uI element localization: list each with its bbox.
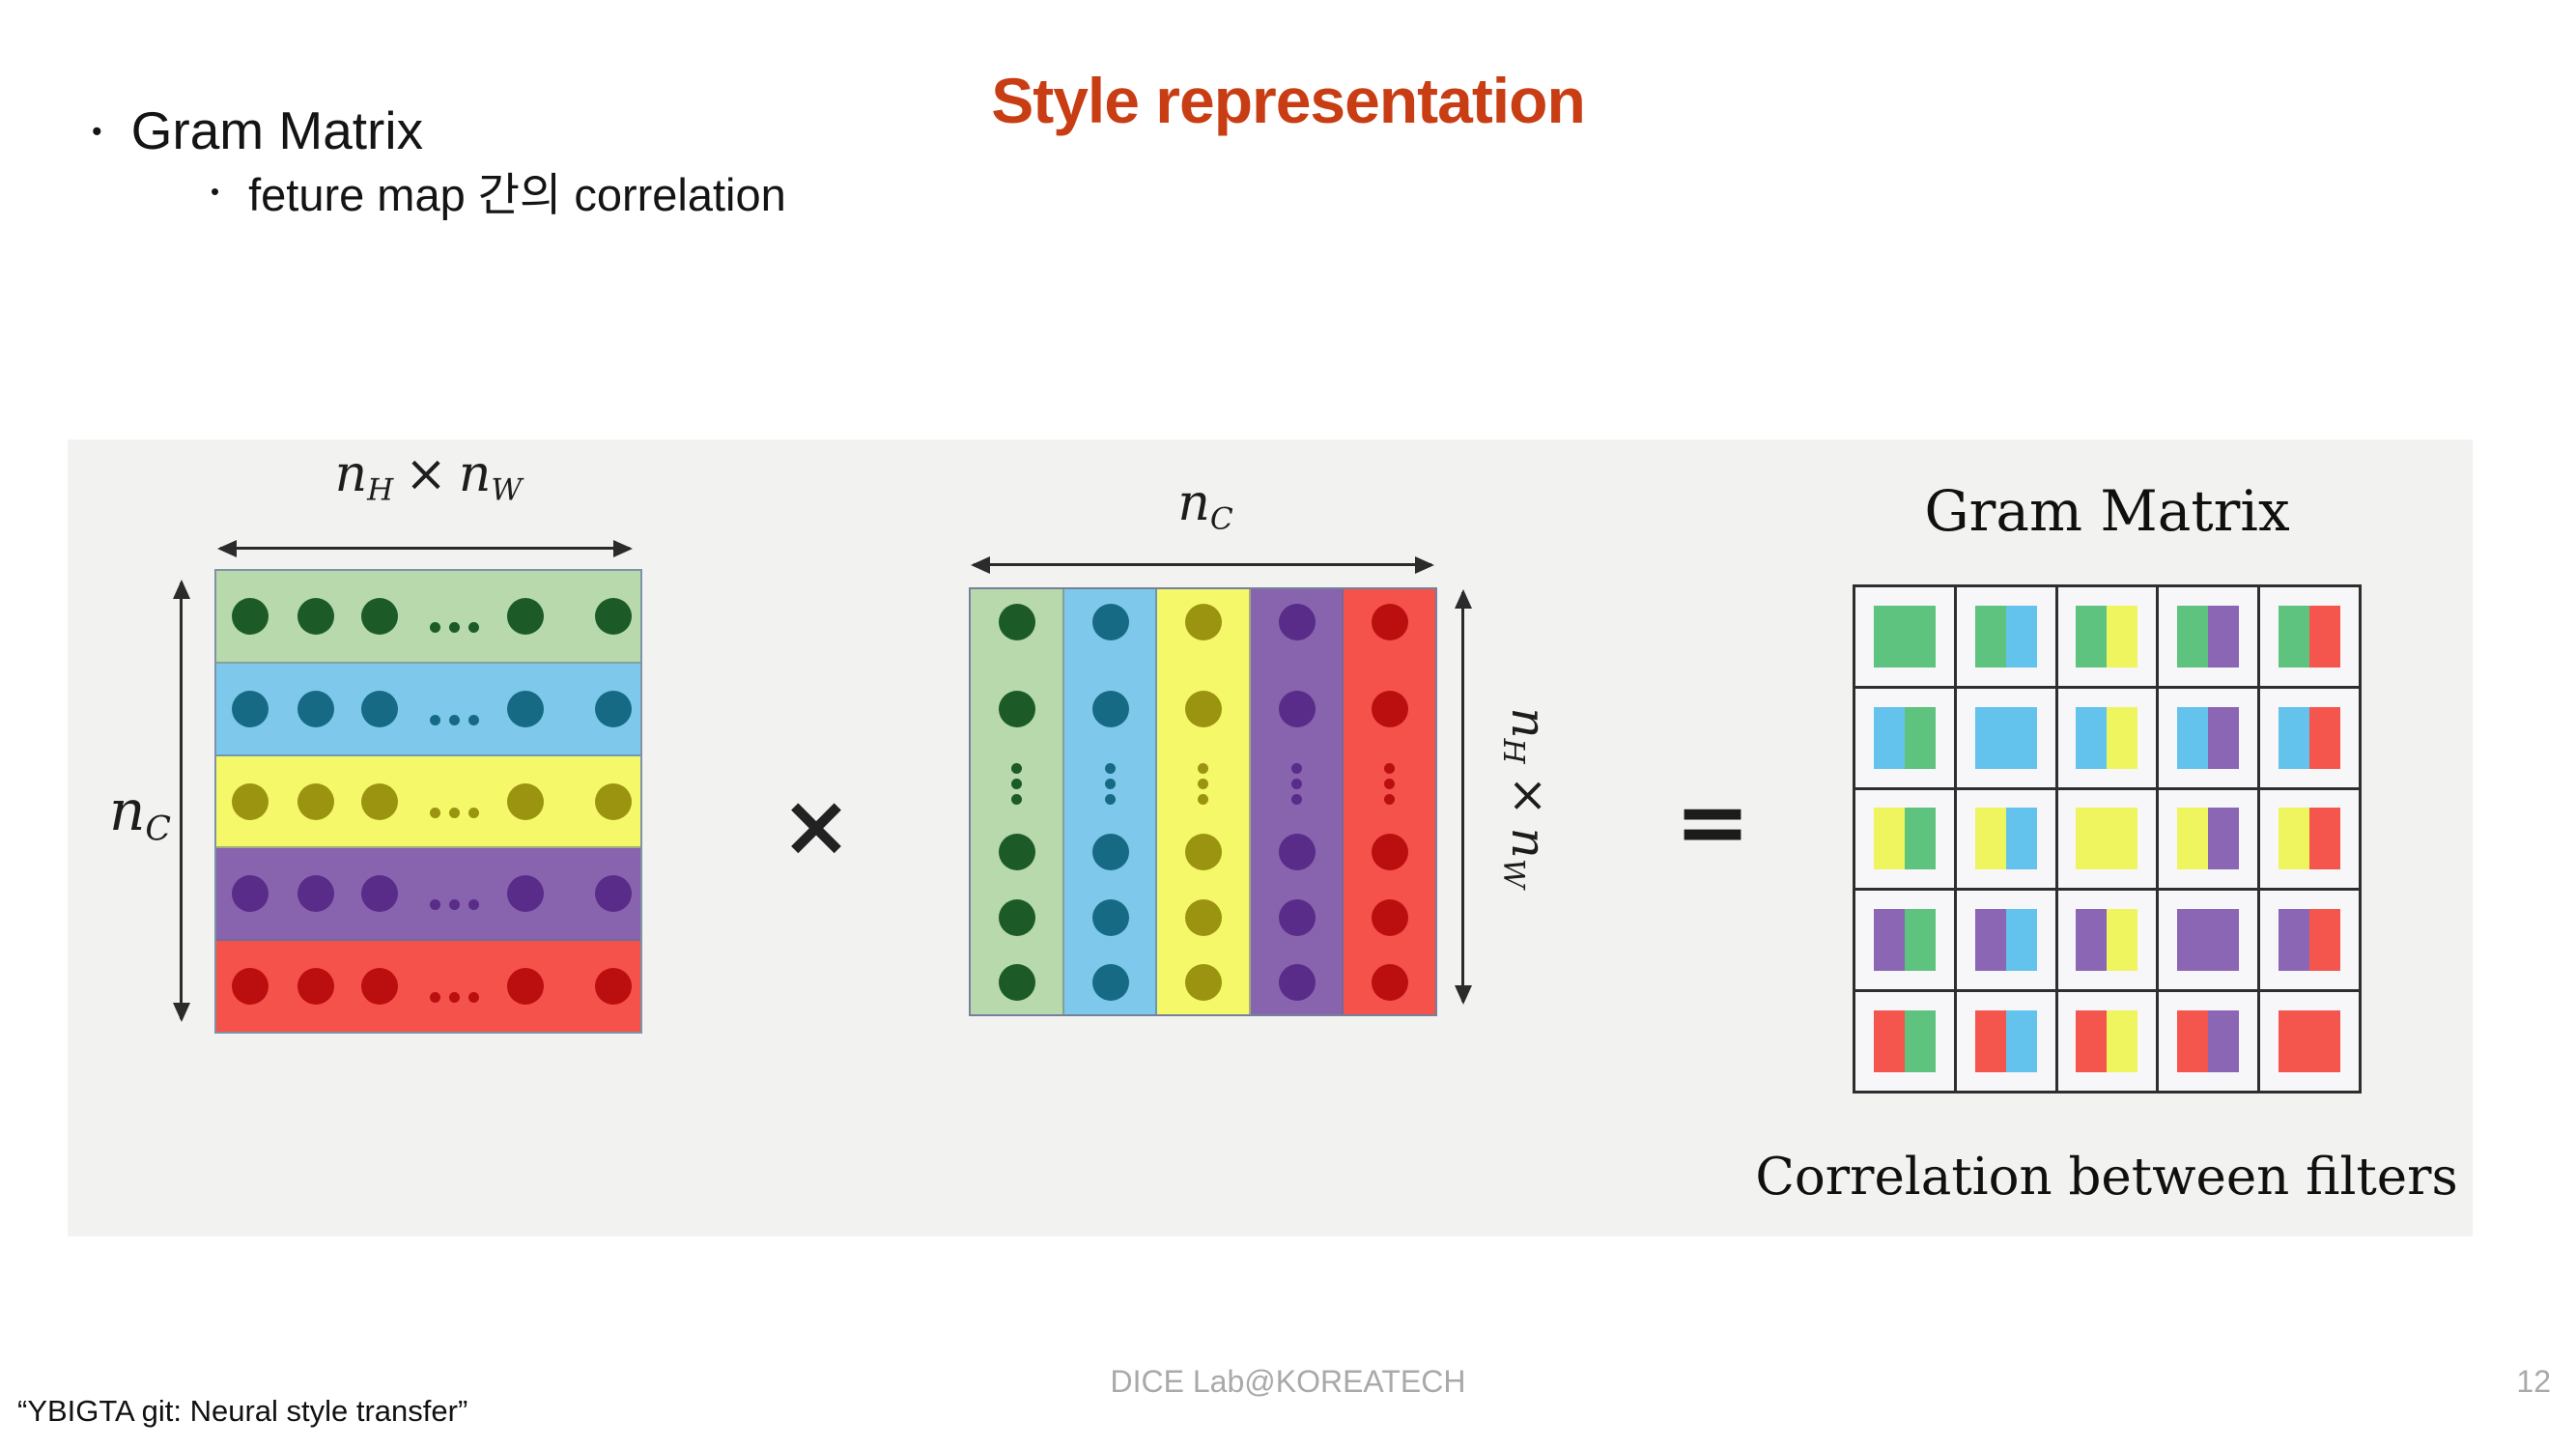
gram-cell-yellow-purple <box>2159 789 2258 889</box>
height-arrow-icon <box>1455 589 1472 1005</box>
correlation-chip <box>2076 1010 2138 1073</box>
bullet-glyph: • <box>92 116 102 148</box>
gram-cell-red-purple <box>2159 992 2258 1091</box>
feature-col-red <box>1344 589 1435 1014</box>
gram-cell-red-yellow <box>2057 992 2157 1091</box>
correlation-chip <box>2279 605 2341 668</box>
feature-row-green <box>216 571 640 664</box>
correlation-chip <box>2177 1010 2240 1073</box>
width-arrow-icon <box>971 556 1434 574</box>
feature-col-purple <box>1250 589 1345 1014</box>
gram-cell-green-green <box>1855 587 1954 686</box>
feature-col-green <box>971 589 1064 1014</box>
gram-cell-purple-green <box>1855 891 1954 990</box>
correlation-chip <box>2076 605 2138 668</box>
middle-matrix <box>969 587 1437 1016</box>
width-arrow-icon <box>217 540 633 557</box>
gram-cell-blue-red <box>2260 688 2359 787</box>
gram-cell-green-purple <box>2159 587 2258 686</box>
gram-cell-red-blue <box>1956 992 2055 1091</box>
feature-col-blue <box>1063 589 1158 1014</box>
page-title: Style representation <box>991 65 1586 137</box>
gram-cell-yellow-blue <box>1956 789 2055 889</box>
gram-cell-green-yellow <box>2057 587 2157 686</box>
feature-row-purple <box>216 848 640 942</box>
correlation-chip <box>1974 909 2037 972</box>
correlation-chip <box>2279 706 2341 769</box>
feature-row-yellow <box>216 755 640 849</box>
page-number: 12 <box>2516 1364 2551 1399</box>
gram-cell-purple-purple <box>2159 891 2258 990</box>
correlation-chip <box>2279 808 2341 870</box>
gram-cell-blue-blue <box>1956 688 2055 787</box>
bullet-label: feture map 간의 correlation <box>248 169 786 220</box>
gram-cell-green-blue <box>1956 587 2055 686</box>
gram-matrix-caption: Correlation between filters <box>1755 1148 2458 1207</box>
correlation-chip <box>2076 706 2138 769</box>
citation-text: “YBIGTA git: Neural style transfer” <box>17 1394 468 1428</box>
left-matrix <box>214 569 642 1034</box>
correlation-chip <box>2177 706 2240 769</box>
gram-cell-red-red <box>2260 992 2359 1091</box>
middle-matrix-width-label: nC <box>1177 474 1233 537</box>
bullet-label: Gram Matrix <box>130 100 424 160</box>
lab-credit: DICE Lab@KOREATECH <box>1110 1364 1466 1399</box>
gram-cell-yellow-red <box>2260 789 2359 889</box>
correlation-chip <box>2076 808 2138 870</box>
gram-cell-blue-purple <box>2159 688 2258 787</box>
correlation-chip <box>1974 1010 2037 1073</box>
gram-cell-red-green <box>1855 992 1954 1091</box>
gram-cell-yellow-yellow <box>2057 789 2157 889</box>
correlation-chip <box>2177 605 2240 668</box>
correlation-chip <box>1873 706 1936 769</box>
gram-cell-yellow-green <box>1855 789 1954 889</box>
correlation-chip <box>2279 909 2341 972</box>
feature-row-blue <box>216 663 640 756</box>
gram-cell-purple-red <box>2260 891 2359 990</box>
bullet-gram-matrix: • Gram Matrix <box>92 99 423 161</box>
gram-cell-purple-blue <box>1956 891 2055 990</box>
multiply-operator: × <box>780 776 852 875</box>
height-arrow-icon <box>173 580 190 1022</box>
correlation-chip <box>1873 1010 1936 1073</box>
equals-operator: = <box>1674 770 1751 875</box>
gram-cell-blue-yellow <box>2057 688 2157 787</box>
correlation-chip <box>1873 605 1936 668</box>
left-matrix-width-label: nH×nW <box>334 445 523 508</box>
correlation-chip <box>2076 909 2138 972</box>
feature-row-red <box>216 941 640 1032</box>
correlation-chip <box>1873 808 1936 870</box>
bullet-feature-map-correlation: • feture map 간의 correlation <box>211 157 786 224</box>
diagram-panel: nH×nW nC × nC nH×nW = Gram Matrix Correl… <box>68 440 2473 1236</box>
correlation-chip <box>2279 1010 2341 1073</box>
feature-col-yellow <box>1157 589 1251 1014</box>
correlation-chip <box>1974 808 2037 870</box>
correlation-chip <box>2177 808 2240 870</box>
correlation-chip <box>2177 909 2240 972</box>
correlation-chip <box>1974 605 2037 668</box>
gram-matrix-title: Gram Matrix <box>1924 478 2290 544</box>
bullet-glyph: • <box>211 179 220 206</box>
left-matrix-height-label: nC <box>109 778 171 849</box>
correlation-chip <box>1873 909 1936 972</box>
correlation-chip <box>1974 706 2037 769</box>
middle-matrix-height-label: nH×nW <box>1496 707 1557 889</box>
gram-cell-blue-green <box>1855 688 1954 787</box>
gram-cell-green-red <box>2260 587 2359 686</box>
gram-grid <box>1853 584 2362 1094</box>
gram-cell-purple-yellow <box>2057 891 2157 990</box>
